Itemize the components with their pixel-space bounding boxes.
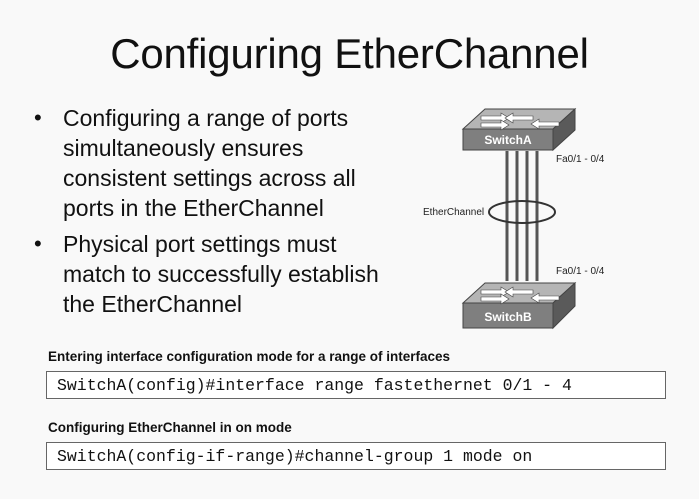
switch-a-label: SwitchA xyxy=(484,133,532,147)
switch-a-icon xyxy=(461,107,577,152)
switch-b-icon xyxy=(461,281,577,330)
command-1-caption: Entering interface configuration mode fo… xyxy=(48,349,451,364)
etherchannel-diagram: SwitchA Fa0/1 - 0/4 EtherChannel Fa0/1 -… xyxy=(423,107,605,330)
bullet-list: • Configuring a range of ports simultane… xyxy=(30,103,400,325)
bullet-item: • Configuring a range of ports simultane… xyxy=(30,103,400,223)
command-2-code: SwitchA(config-if-range)#channel-group 1… xyxy=(46,442,666,470)
etherchannel-links xyxy=(505,151,539,281)
bullet-text: Physical port settings must match to suc… xyxy=(63,231,379,317)
bullet-dot-icon: • xyxy=(34,105,42,130)
etherchannel-label: EtherChannel xyxy=(423,207,484,218)
switch-b-label: SwitchB xyxy=(484,310,532,324)
bullet-item: • Physical port settings must match to s… xyxy=(30,229,400,319)
bullet-dot-icon: • xyxy=(34,231,42,256)
ports-a-label: Fa0/1 - 0/4 xyxy=(556,154,605,165)
bundle-ellipse xyxy=(488,200,556,224)
command-1-code: SwitchA(config)#interface range fastethe… xyxy=(46,371,666,399)
slide-title: Configuring EtherChannel xyxy=(110,30,589,77)
ports-b-label: Fa0/1 - 0/4 xyxy=(556,266,605,277)
bullet-text: Configuring a range of ports simultaneou… xyxy=(63,105,356,221)
command-2-caption: Configuring EtherChannel in on mode xyxy=(48,420,292,435)
